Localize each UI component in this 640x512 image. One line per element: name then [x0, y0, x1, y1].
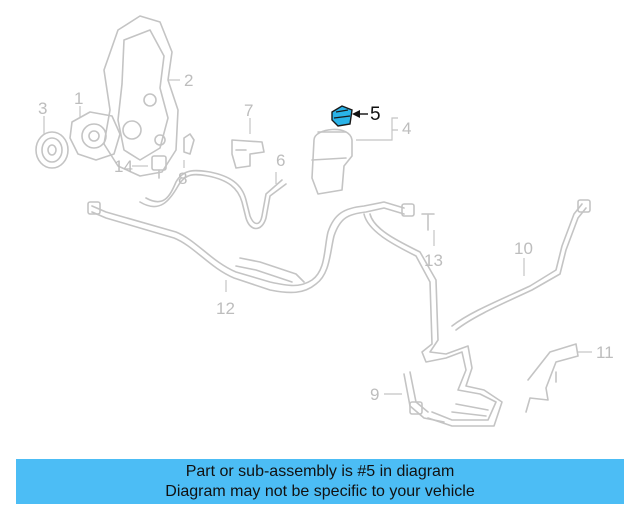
part-14-bolt — [151, 155, 167, 179]
caption-line-part: Part or sub-assembly is #5 in diagram — [185, 462, 455, 480]
callout-14: 14 — [114, 157, 133, 176]
part-8-clip — [183, 133, 195, 155]
part-6-pressure-hose — [139, 169, 287, 230]
callout-13: 13 — [424, 251, 443, 270]
callout-8: 8 — [178, 169, 187, 188]
part-7-bracket — [231, 139, 265, 169]
callout-12: 12 — [216, 299, 235, 318]
callout-10: 10 — [514, 239, 533, 258]
cooler-loop — [363, 213, 503, 427]
part-11-bracket — [525, 343, 579, 413]
callout-2: 2 — [184, 71, 193, 90]
callout-11: 11 — [596, 343, 614, 362]
part-5-reservoir-cap — [331, 105, 353, 127]
caption-banner: Part or sub-assembly is #5 in diagram Di… — [16, 459, 624, 504]
part-9-lower-hose — [403, 371, 445, 423]
part-13-fitting — [401, 203, 435, 231]
part-10-cooler-line — [451, 199, 591, 331]
part-3-pulley — [35, 131, 69, 169]
parts-diagram: 1 2 3 4 5 6 7 8 9 10 11 12 13 14 — [35, 15, 614, 427]
callout-3: 3 — [38, 99, 47, 118]
part-4-reservoir — [311, 128, 353, 195]
part-12-return-line — [87, 201, 405, 294]
leader-lines — [43, 79, 592, 395]
callout-7: 7 — [244, 101, 253, 120]
callout-labels: 1 2 3 4 5 6 7 8 9 10 11 12 13 14 — [38, 71, 614, 404]
caption-line-disclaimer: Diagram may not be specific to your vehi… — [165, 482, 475, 500]
part-1-pump — [69, 111, 121, 161]
callout-9: 9 — [370, 385, 379, 404]
callout-1: 1 — [74, 89, 83, 108]
callout-5: 5 — [370, 104, 381, 125]
callout-4: 4 — [402, 119, 411, 138]
callout-6: 6 — [276, 151, 285, 170]
